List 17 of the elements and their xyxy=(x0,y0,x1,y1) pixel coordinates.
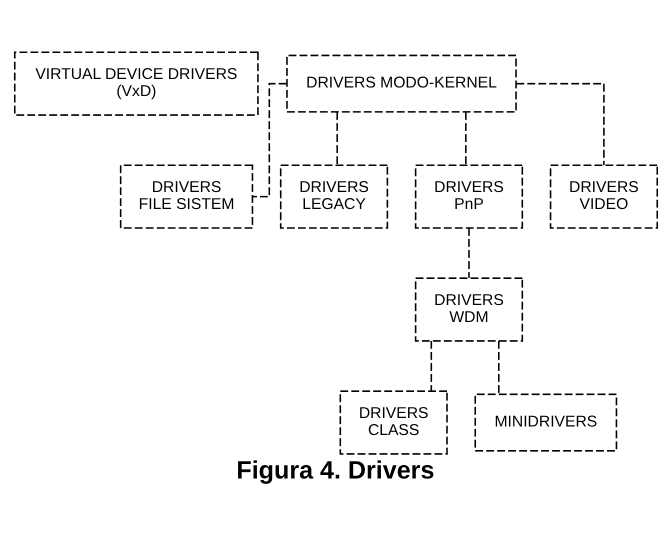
connector xyxy=(498,340,500,394)
connector xyxy=(516,82,605,165)
node-box: DRIVERS FILE SISTEM xyxy=(120,164,254,228)
connector xyxy=(468,228,470,278)
node-box: DRIVERS MODO-KERNEL xyxy=(286,54,517,112)
node-box: VIRTUAL DEVICE DRIVERS (VxD) xyxy=(14,51,259,116)
connector xyxy=(430,340,432,390)
node-box: DRIVERS WDM xyxy=(414,276,524,342)
node-box: DRIVERS CLASS xyxy=(340,390,448,454)
node-box: DRIVERS LEGACY xyxy=(280,164,388,228)
node-box: MINIDRIVERS xyxy=(474,393,618,452)
node-box: DRIVERS PnP xyxy=(414,164,524,228)
connector xyxy=(465,112,467,164)
caption: Figura 4. Drivers xyxy=(236,456,434,484)
node-box: DRIVERS VIDEO xyxy=(550,164,658,228)
connector xyxy=(336,112,338,164)
connector xyxy=(252,82,287,197)
